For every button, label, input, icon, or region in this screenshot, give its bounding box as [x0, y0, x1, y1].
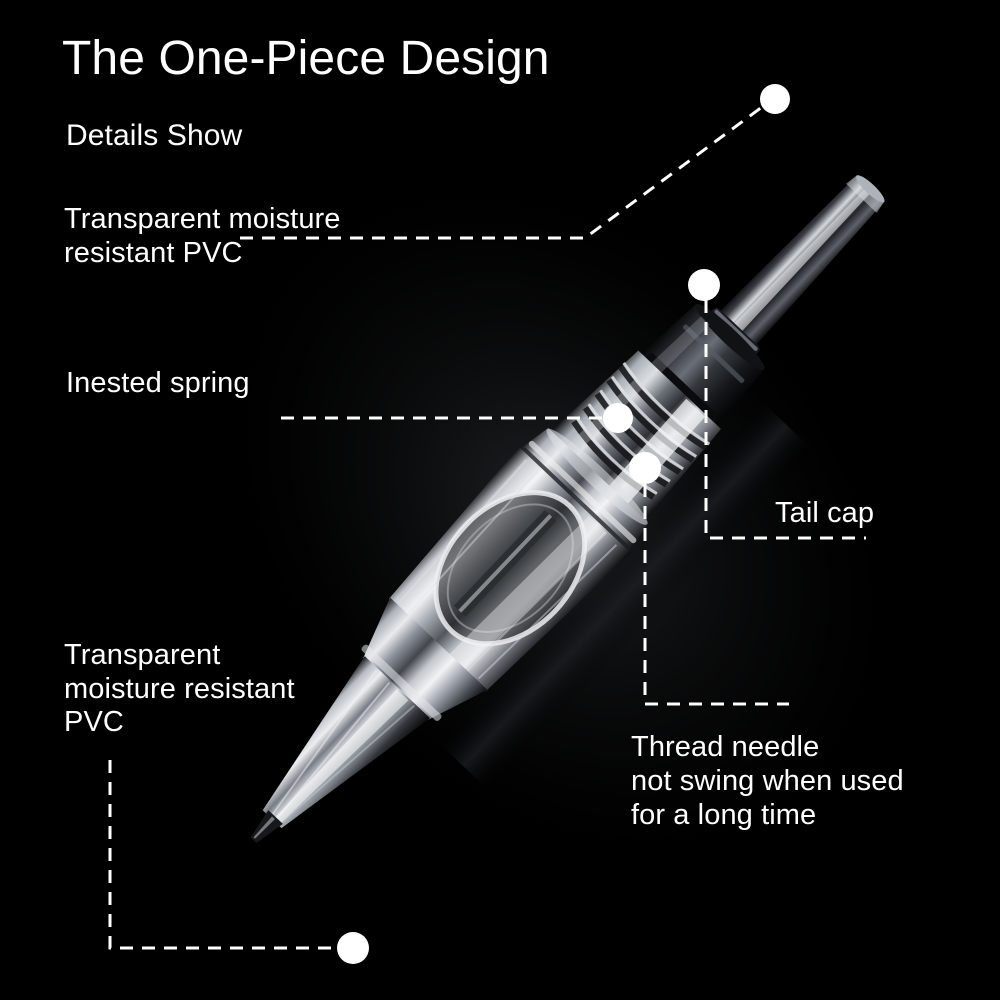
callout-dot-tail-cap	[688, 269, 720, 301]
callout-label-inested-spring: Inested spring	[66, 367, 250, 399]
callout-dot-inested-spring	[603, 403, 633, 433]
leader-transparent-pvc-bottom	[108, 760, 337, 950]
subtitle: Details Show	[66, 119, 243, 152]
leader-thread-needle	[643, 484, 789, 706]
callout-label-thread-needle: Thread needle not swing when used for a …	[631, 731, 904, 831]
callout-label-transparent-pvc-bottom: Transparent moisture resistant PVC	[64, 639, 295, 739]
callout-label-tail-cap: Tail cap	[775, 497, 875, 529]
callout-label-transparent-pvc-top: Transparent moisture resistant PVC	[64, 203, 341, 269]
callout-dot-transparent-pvc-top	[760, 84, 790, 114]
page-title: The One-Piece Design	[62, 32, 550, 85]
callout-dot-thread-needle	[629, 452, 661, 484]
callout-dot-transparent-pvc-bottom	[337, 932, 369, 964]
